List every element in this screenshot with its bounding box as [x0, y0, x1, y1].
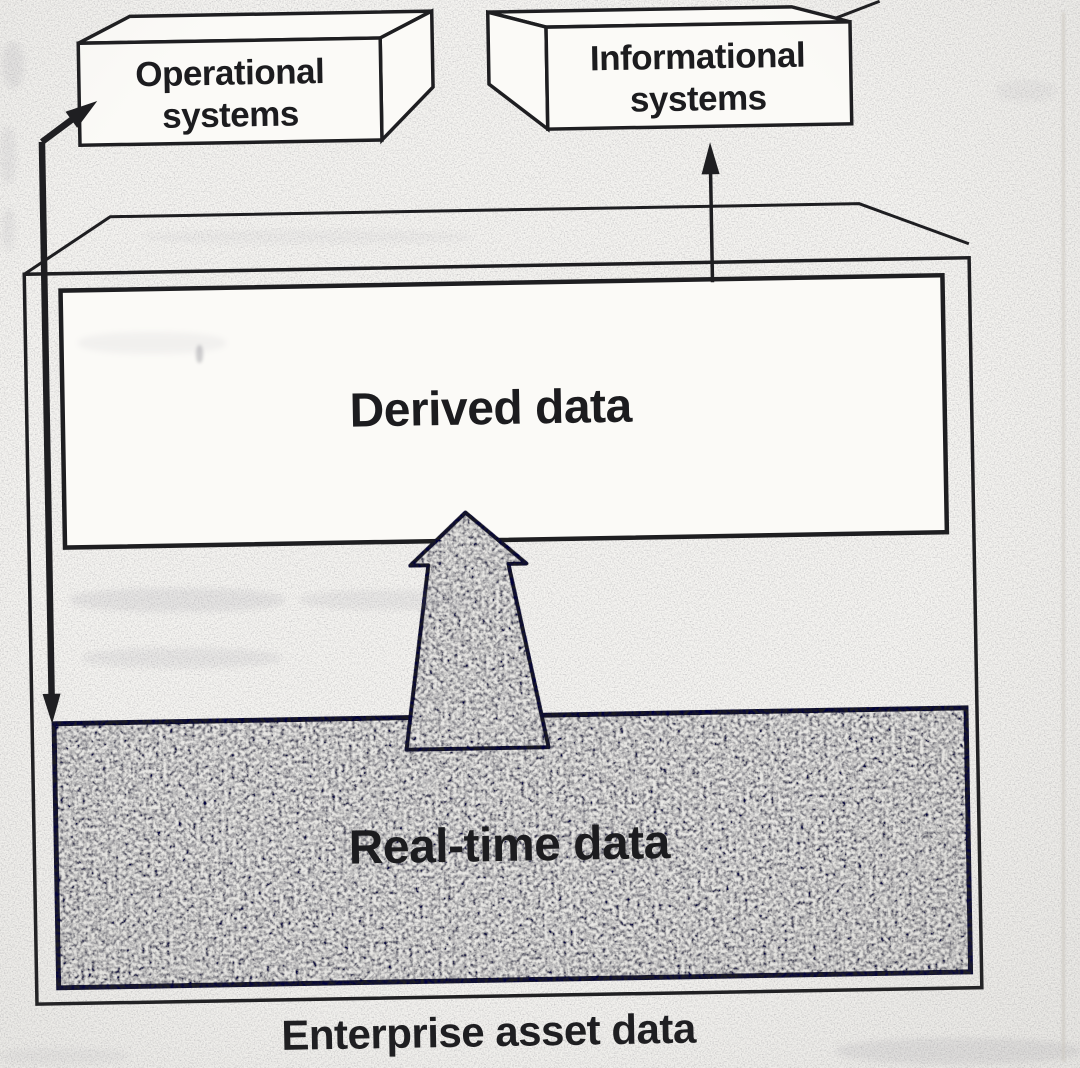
- enterprise-box-front-face: [22, 255, 984, 1006]
- informational-arrow-shaft: [708, 170, 715, 283]
- figure: Operational systems Informational system…: [22, 0, 984, 1059]
- operational-systems-box: [76, 8, 435, 148]
- enterprise-box-top-face: [23, 202, 970, 276]
- arrowhead-up-icon: [701, 142, 720, 175]
- figure-caption: Enterprise asset data: [281, 1005, 697, 1059]
- informational-flow-arrow: [701, 142, 720, 283]
- operational-arrow-shaft: [38, 141, 55, 698]
- arrowhead-up-right-icon: [65, 100, 98, 128]
- operational-box-label-line2: systems: [162, 94, 299, 135]
- operational-box-front-face: [76, 36, 384, 148]
- operational-box-label-line1: Operational: [135, 52, 325, 94]
- operational-flow-arrow: [38, 100, 98, 724]
- enterprise-box: [22, 202, 984, 1006]
- operational-arrow-elbow: [39, 115, 76, 145]
- informational-box-corner-stroke: [835, 0, 881, 20]
- dataflow-up-arrow: [404, 510, 551, 752]
- derived-data-label: Derived data: [349, 380, 633, 438]
- informational-box-label-line2: systems: [630, 78, 767, 119]
- derived-data-box: [58, 272, 950, 550]
- informational-box-front-face: [544, 20, 854, 131]
- informational-systems-box: [485, 0, 881, 133]
- arrowhead-down-icon: [42, 693, 61, 724]
- realtime-data-label: Real-time data: [348, 816, 671, 875]
- informational-box-label-line1: Informational: [590, 36, 806, 79]
